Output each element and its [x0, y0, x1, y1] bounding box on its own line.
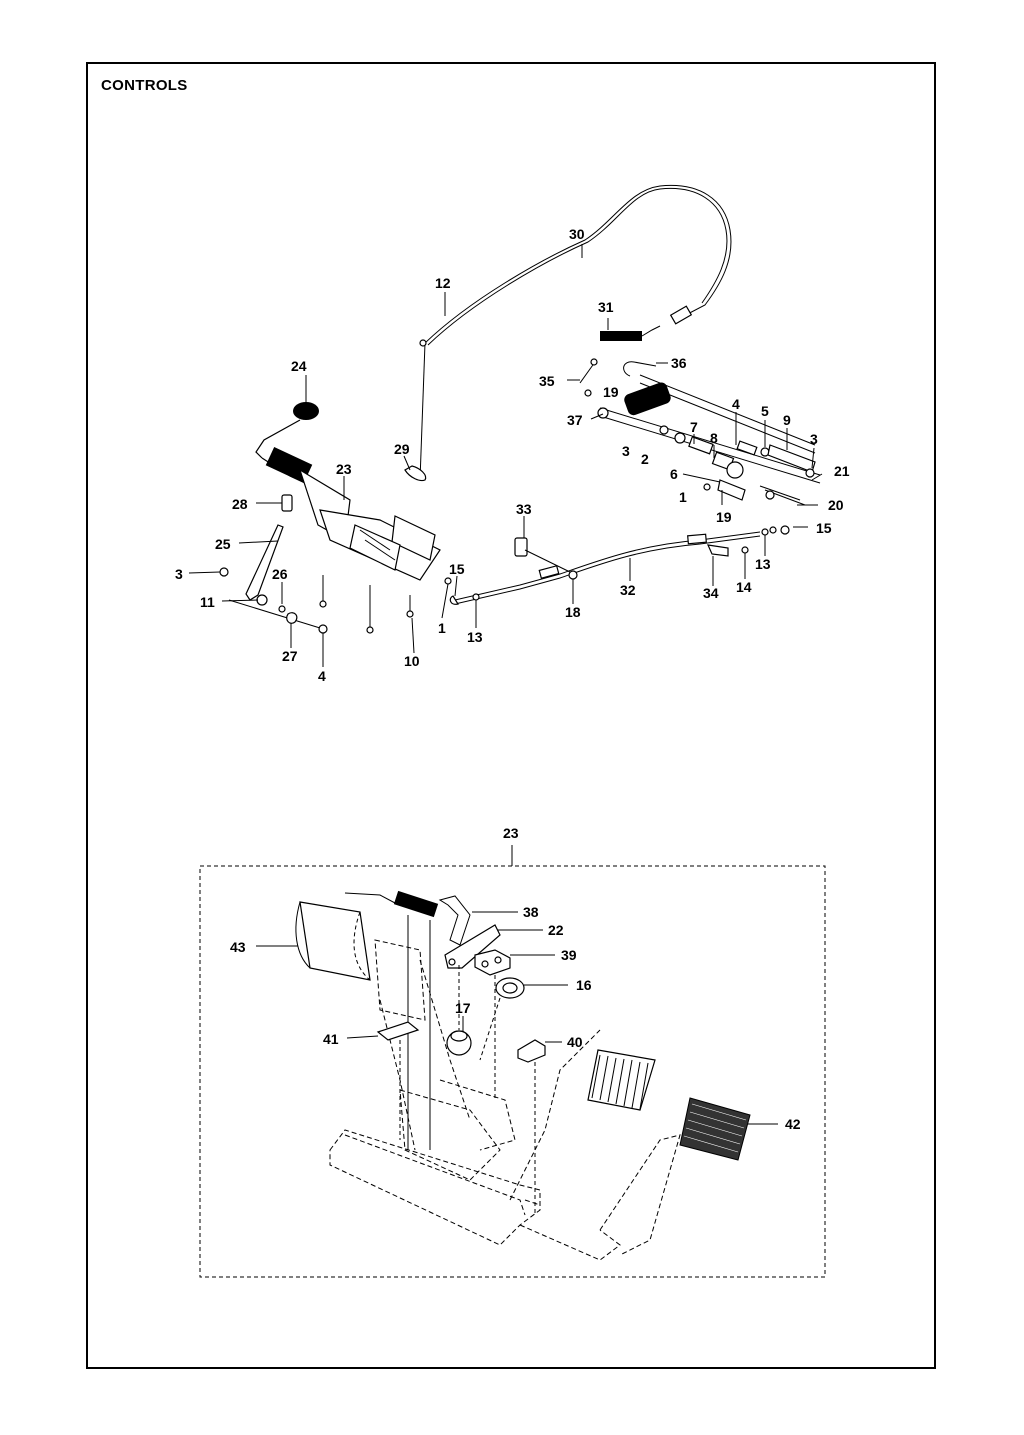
- callout-23b: 23: [503, 825, 519, 841]
- callout-15b: 15: [449, 561, 465, 577]
- callout-19a: 19: [603, 384, 619, 400]
- page-title: CONTROLS: [101, 77, 188, 94]
- lever-25: [245, 524, 284, 601]
- clip-40: [517, 1039, 546, 1063]
- callout-31: 31: [598, 299, 614, 315]
- ribbed-pad: [587, 1049, 656, 1111]
- pedal-cover-43: [295, 901, 426, 1021]
- callout-14: 14: [736, 579, 752, 595]
- callout-17: 17: [455, 1000, 471, 1016]
- bushing-28: [281, 494, 293, 512]
- bracket-22: [444, 924, 501, 969]
- callout-8: 8: [710, 430, 718, 446]
- callout-7: 7: [690, 419, 698, 435]
- callout-3c: 3: [175, 566, 183, 582]
- callout-28: 28: [232, 496, 248, 512]
- callout-10: 10: [404, 653, 420, 669]
- callout-11: 11: [200, 594, 215, 610]
- callout-37: 37: [567, 412, 583, 428]
- upper-callouts: 30 12 31 36 35 19 37 4 5 9 3 7 8 3 2 6 2…: [175, 226, 850, 684]
- pedal-assembly-left: [255, 402, 441, 581]
- hook-36: [623, 361, 657, 377]
- base-frame-dashed: [329, 959, 681, 1261]
- callout-1a: 1: [679, 489, 687, 505]
- callout-16: 16: [576, 977, 592, 993]
- callout-6: 6: [670, 466, 678, 482]
- callout-3b: 3: [622, 443, 630, 459]
- bracket-33: [514, 537, 578, 580]
- callout-39: 39: [561, 947, 577, 963]
- callout-9: 9: [783, 412, 791, 428]
- callout-34: 34: [703, 585, 719, 601]
- pedal-bolts: [319, 575, 414, 634]
- rod-assembly: [579, 358, 821, 484]
- callout-26: 26: [272, 566, 288, 582]
- upper-leader-lines: [188, 244, 823, 667]
- callout-27: 27: [282, 648, 298, 664]
- callout-23a: 23: [336, 461, 352, 477]
- callout-5: 5: [761, 403, 769, 419]
- callout-15a: 15: [816, 520, 832, 536]
- callout-20: 20: [828, 497, 844, 513]
- lower-callouts: 23 38 22 43 39 16 17 41 40 42: [230, 825, 801, 1132]
- callout-21: 21: [834, 463, 850, 479]
- cable-30-drop: [419, 342, 426, 481]
- callout-38: 38: [523, 904, 539, 920]
- callout-19b: 19: [716, 509, 732, 525]
- bracket-34: [707, 528, 769, 557]
- callout-13a: 13: [467, 629, 483, 645]
- callout-4a: 4: [732, 396, 740, 412]
- callout-35: 35: [539, 373, 555, 389]
- small-hardware-right: [659, 425, 816, 535]
- callout-33: 33: [516, 501, 532, 517]
- cable-30: [424, 184, 732, 344]
- callout-13b: 13: [755, 556, 771, 572]
- bushing-17: [446, 965, 472, 1056]
- clip-38: [438, 895, 471, 946]
- plate-41: [376, 1021, 420, 1041]
- callout-12: 12: [435, 275, 451, 291]
- callout-30: 30: [569, 226, 585, 242]
- callout-32: 32: [620, 582, 636, 598]
- callout-25: 25: [215, 536, 231, 552]
- callout-42: 42: [785, 1116, 801, 1132]
- pedal-pad-42: [679, 1097, 751, 1161]
- callout-43: 43: [230, 939, 246, 955]
- bushing-16: [479, 975, 525, 1100]
- callout-29: 29: [394, 441, 410, 457]
- callout-1b: 1: [438, 620, 446, 636]
- page-frame: [86, 62, 936, 1369]
- detail-box-23: [199, 865, 826, 1278]
- cable-32: [444, 531, 761, 605]
- callout-18: 18: [565, 604, 581, 620]
- spring-31: [600, 325, 661, 341]
- lower-leader-lines: [256, 911, 778, 1125]
- callout-3a: 3: [810, 431, 818, 447]
- callout-40: 40: [567, 1034, 583, 1050]
- block-39: [474, 949, 511, 976]
- callout-36: 36: [671, 355, 687, 371]
- callout-22: 22: [548, 922, 564, 938]
- callout-2: 2: [641, 451, 649, 467]
- callout-4b: 4: [318, 668, 326, 684]
- callout-24: 24: [291, 358, 307, 374]
- callout-41: 41: [323, 1031, 339, 1047]
